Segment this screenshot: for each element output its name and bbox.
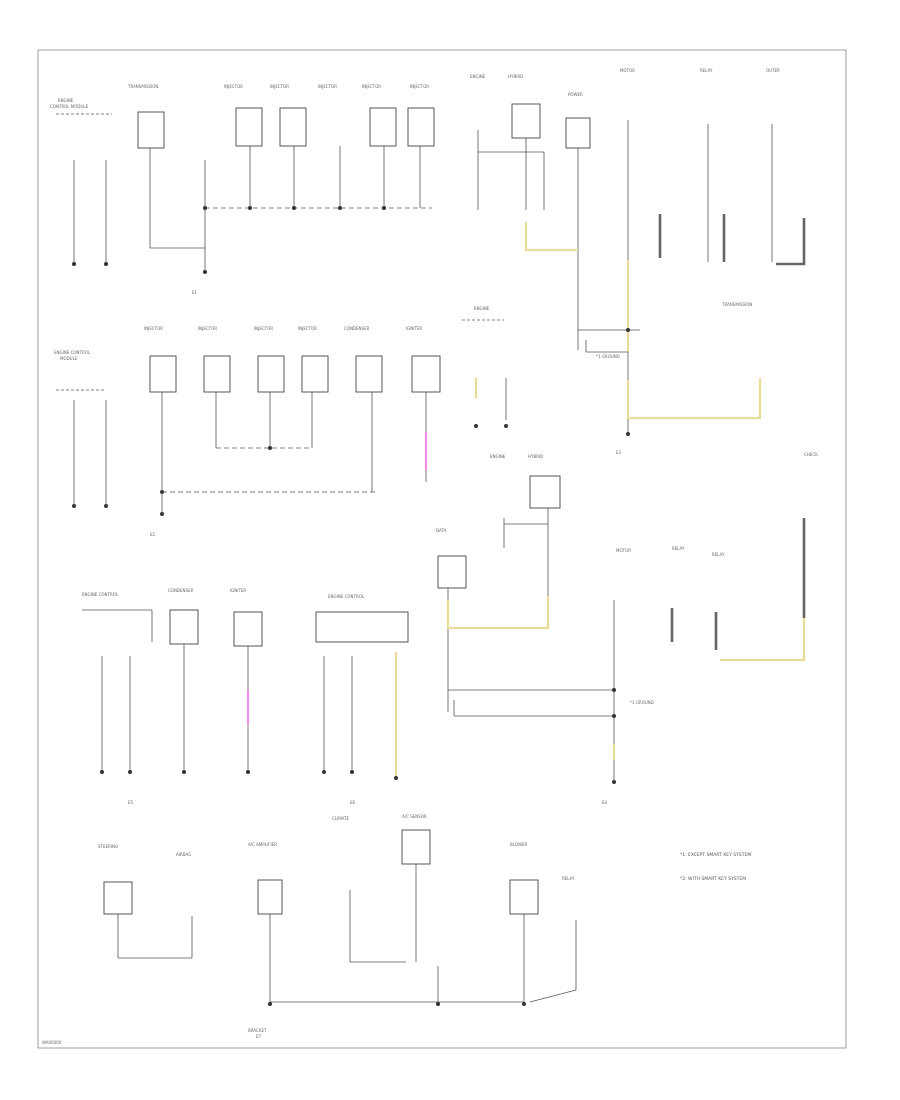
svg-text:MOTOR: MOTOR (616, 548, 631, 553)
svg-text:E4: E4 (602, 800, 608, 805)
svg-text:ENGINE CONTROL: ENGINE CONTROL (54, 350, 91, 355)
svg-text:CONTROL MODULE: CONTROL MODULE (50, 104, 89, 109)
svg-text:BRACKET: BRACKET (248, 1028, 267, 1033)
svg-text:IGNITER: IGNITER (406, 326, 422, 331)
svg-text:E6: E6 (350, 800, 356, 805)
svg-text:TRANSMISSION: TRANSMISSION (721, 302, 752, 307)
svg-text:BLOWER: BLOWER (510, 842, 527, 847)
svg-text:INJECTOR: INJECTOR (254, 326, 273, 331)
svg-text:INJECTOR: INJECTOR (144, 326, 163, 331)
diagram-frame (37, 49, 847, 1049)
svg-text:A/C SENSOR: A/C SENSOR (402, 814, 427, 819)
row-4-components: ENGINE CONTROL CONDENSER IGNITER E5 ENGI… (82, 588, 409, 805)
svg-text:E5: E5 (128, 800, 134, 805)
svg-text:RELAY: RELAY (712, 552, 725, 557)
svg-text:INJECTOR: INJECTOR (298, 326, 317, 331)
connector-injector-3 (369, 107, 397, 147)
row-2-components: ENGINE CONTROL MODULE INJECTOR INJECTOR … (54, 302, 762, 537)
footer-code: WA00000 (42, 1040, 62, 1045)
row-3-components: ENGINE HYBRID DATA MOTOR RELAY RELAY CHE… (436, 452, 818, 805)
svg-text:INJECTOR: INJECTOR (318, 84, 337, 89)
connector-igniter-2 (233, 611, 263, 647)
svg-text:RELAY: RELAY (562, 876, 575, 881)
connector-injector-8 (301, 355, 329, 393)
svg-text:E2: E2 (150, 532, 156, 537)
svg-text:POWER: POWER (568, 92, 583, 97)
svg-text:STEERING: STEERING (98, 844, 118, 849)
svg-text:A/C AMPLIFIER: A/C AMPLIFIER (248, 842, 277, 847)
svg-text:RELAY: RELAY (700, 68, 713, 73)
connector-injector-6 (203, 355, 231, 393)
wire-yellow (524, 222, 578, 252)
connector-condenser (355, 355, 383, 393)
svg-text:RELAY: RELAY (672, 546, 685, 551)
connector-hybrid-1 (511, 103, 541, 139)
ground-symbol (203, 270, 207, 274)
svg-text:TRANSMISSION: TRANSMISSION (127, 84, 158, 89)
connector-transmission (137, 111, 165, 149)
svg-text:DATA: DATA (436, 528, 447, 533)
connector-igniter (411, 355, 441, 393)
connector-hybrid-2 (529, 475, 561, 509)
svg-text:MODULE: MODULE (60, 356, 78, 361)
svg-text:MOTOR: MOTOR (620, 68, 635, 73)
connector-steering (103, 881, 133, 915)
svg-text:ENGINE CONTROL: ENGINE CONTROL (82, 592, 119, 597)
svg-text:ENGINE: ENGINE (470, 74, 486, 79)
connector-injector-2 (279, 107, 307, 147)
svg-text:*1 GROUND: *1 GROUND (596, 354, 620, 359)
svg-text:CONDENSER: CONDENSER (168, 588, 194, 593)
legend-item-1: *1: EXCEPT SMART KEY SYSTEM (680, 852, 751, 858)
svg-text:INJECTOR: INJECTOR (198, 326, 217, 331)
connector-condenser-2 (169, 609, 199, 645)
connector-ac-sensor (401, 829, 431, 865)
terminal-dot (72, 262, 76, 266)
svg-text:AIRBAG: AIRBAG (176, 852, 191, 857)
connector-injector-1 (235, 107, 263, 147)
svg-text:INJECTOR: INJECTOR (410, 84, 429, 89)
connector-injector-4 (407, 107, 435, 147)
connector-control-unit (257, 879, 283, 915)
connector-blower (509, 879, 539, 915)
svg-text:IGNITER: IGNITER (230, 588, 246, 593)
svg-text:ENGINE: ENGINE (474, 306, 490, 311)
row-5-components: STEERING AIRBAG A/C AMPLIFIER A/C SENSOR… (98, 814, 577, 1039)
svg-text:CONDENSER: CONDENSER (344, 326, 370, 331)
svg-text:INJECTOR: INJECTOR (362, 84, 381, 89)
svg-text:OUTER: OUTER (766, 68, 780, 73)
svg-text:ENGINE CONTROL: ENGINE CONTROL (328, 594, 365, 599)
svg-text:INJECTOR: INJECTOR (224, 84, 243, 89)
svg-text:ENGINE: ENGINE (490, 454, 506, 459)
svg-text:INJECTOR: INJECTOR (270, 84, 289, 89)
connector-power-1 (565, 117, 591, 149)
svg-text:*1 GROUND: *1 GROUND (630, 700, 654, 705)
svg-text:E7: E7 (256, 1034, 262, 1039)
connector-injector-7 (257, 355, 285, 393)
legend-item-2: *2: WITH SMART KEY SYSTEM (680, 876, 746, 882)
connector-ecm-2 (315, 611, 409, 643)
svg-text:E3: E3 (616, 450, 622, 455)
row-1-components: ENGINE CONTROL MODULE TRANSMISSION INJEC… (50, 68, 806, 380)
svg-text:E1: E1 (192, 290, 198, 295)
connector-dlc (437, 555, 467, 589)
svg-text:CLIMATE: CLIMATE (332, 816, 350, 821)
connector-injector-5 (149, 355, 177, 393)
legend: *1: EXCEPT SMART KEY SYSTEM *2: WITH SMA… (680, 852, 751, 882)
svg-text:HYBRID: HYBRID (508, 74, 523, 79)
terminal-dot (104, 262, 108, 266)
svg-text:CHECK: CHECK (804, 452, 818, 457)
svg-text:ENGINE: ENGINE (58, 98, 74, 103)
svg-text:HYBRID: HYBRID (528, 454, 543, 459)
